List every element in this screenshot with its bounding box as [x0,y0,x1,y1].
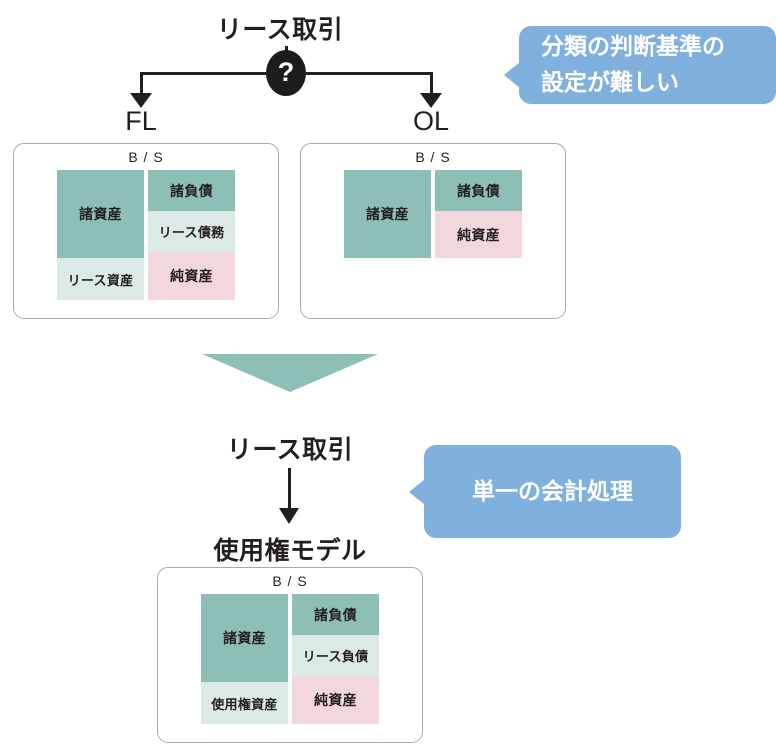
callout-top: 分類の判断基準の 設定が難しい [519,26,776,104]
bs-rou-cell-assets-1: 使用権資産 [201,682,288,724]
transition-triangle-icon [202,354,378,392]
bs-caption-right-of-use: B / S [272,573,308,589]
callout-bottom-line-1: 単一の会計処理 [472,477,633,504]
bs-fl-cell-assets-0: 諸資産 [57,170,144,258]
callout-top-line-2: 設定が難しい [541,69,679,95]
bs-card-ol [300,143,566,319]
callout-top-tail [504,62,520,88]
bottom-title: リース取引 [226,436,354,464]
callout-bottom: 単一の会計処理 [424,445,681,538]
bs-caption-ol: B / S [415,149,451,165]
bs-rou-cell-liab-1: リース負債 [292,635,379,676]
bs-fl-cell-liab-0: 諸負債 [148,170,235,211]
bs-fl-cell-liab-2: 純資産 [148,252,235,300]
bs-card-fl [13,143,279,319]
bs-fl-cell-liab-1: リース債務 [148,211,235,252]
branch-right-line [430,72,433,95]
bs-caption-fl: B / S [128,149,164,165]
model-label: 使用権モデル [213,537,367,565]
branch-label-ol: OL [412,106,450,136]
branch-left-arrowhead [130,93,152,108]
bs-ol-cell-liab-1: 純資産 [435,211,522,258]
bs-ol-cell-liab-0: 諸負債 [435,170,522,211]
bs-ol-cell-assets-0: 諸資産 [344,170,431,258]
bs-rou-cell-assets-0: 諸資産 [201,594,288,682]
bs-card-right-of-use [157,567,423,743]
callout-bottom-tail [409,479,425,505]
bs-rou-cell-liab-2: 純資産 [292,676,379,724]
bs-fl-cell-assets-1: リース資産 [57,258,144,300]
bottom-arrow-head [279,508,299,524]
bs-rou-cell-liab-0: 諸負債 [292,594,379,635]
branch-left-line [140,72,143,95]
question-mark-icon: ? [266,50,306,96]
branch-right-arrowhead [420,93,442,108]
bottom-arrow-line [288,468,291,512]
branch-label-fl: FL [125,106,157,136]
callout-top-line-1: 分類の判断基準の [541,33,725,60]
top-title: リース取引 [216,16,344,44]
